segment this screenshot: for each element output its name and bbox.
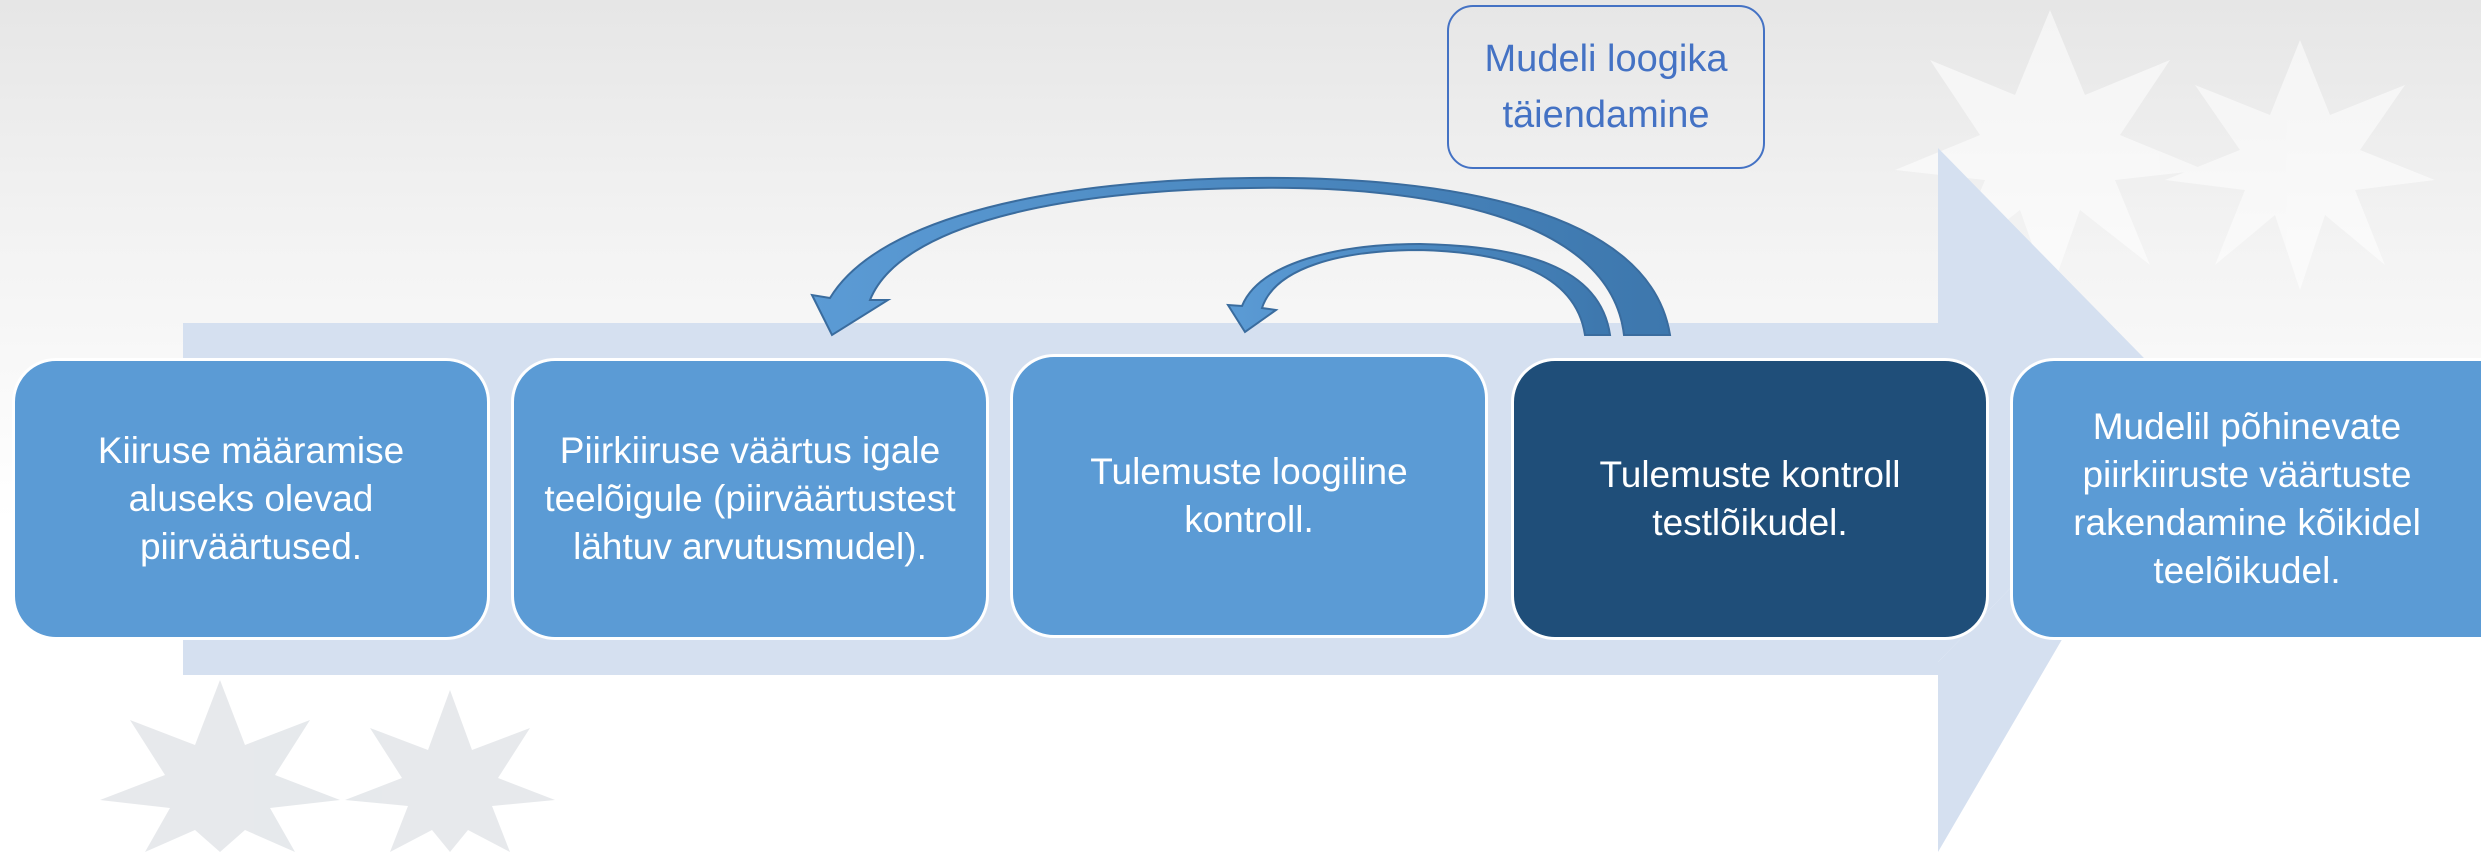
process-step-5: Mudelil põhinevate piirkiiruste väärtust… (2010, 358, 2481, 640)
process-step-4-label: Tulemuste kontroll testlõikudel. (1599, 454, 1901, 543)
folk-star-ornament-icon (100, 680, 555, 852)
process-step-4: Tulemuste kontroll testlõikudel. (1511, 358, 1989, 640)
process-step-1-label: Kiiruse määramise aluseks olevad piirvää… (97, 430, 405, 567)
process-step-3: Tulemuste loogiline kontroll. (1010, 354, 1488, 638)
process-step-5-label: Mudelil põhinevate piirkiiruste väärtust… (2073, 406, 2421, 591)
process-step-1: Kiiruse määramise aluseks olevad piirvää… (12, 358, 490, 640)
curved-arrow-icon (810, 176, 1672, 337)
curved-arrow-icon (1226, 242, 1612, 336)
process-step-3-label: Tulemuste loogiline kontroll. (1090, 451, 1408, 540)
process-step-2: Piirkiiruse väärtus igale teelõigule (pi… (511, 358, 989, 640)
feedback-callout: Mudeli loogika täiendamine (1447, 5, 1765, 169)
process-step-2-label: Piirkiiruse väärtus igale teelõigule (pi… (544, 430, 956, 567)
feedback-label: Mudeli loogika täiendamine (1484, 38, 1728, 136)
